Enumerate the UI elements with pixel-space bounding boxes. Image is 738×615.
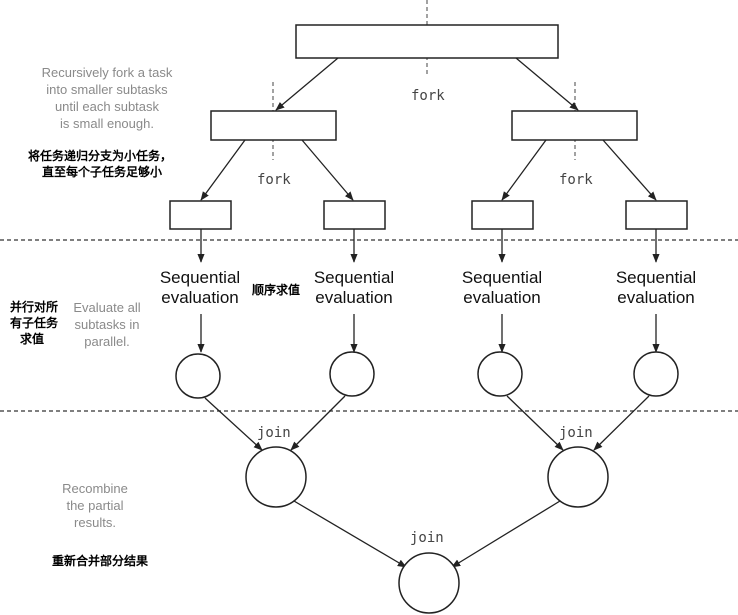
fork-note-line: is small enough. [60,116,154,131]
evaluate-step-note-zh: 并行对所 有子任务 求值 [10,299,58,347]
sequential-evaluation-label-zh: 顺序求值 [252,283,301,297]
sequential-line: Sequential [461,268,543,287]
evaluate-note-line: parallel. [84,334,130,349]
evaluate-note-zh-line: 求值 [20,332,45,346]
evaluate-note-zh-line: 有子任务 [10,316,59,330]
sequential-evaluation-label: Sequential evaluation [299,268,409,308]
join-arrow [451,500,561,568]
join-arrow [506,395,564,451]
task-box-root [295,24,559,59]
sequential-line: evaluation [617,288,695,307]
sequential-line: evaluation [161,288,239,307]
recombine-step-note-zh: 重新合并部分结果 [52,554,149,568]
partial-result-circle [329,351,375,397]
fork-note-zh-line: 直至每个子任务足够小 [42,165,163,179]
fork-label: fork [411,88,445,104]
join-label: join [559,425,593,441]
sequential-line: evaluation [315,288,393,307]
join-arrow [593,395,650,451]
fork-arrow [501,139,547,201]
fork-step-note-zh: 将任务递归分支为小任务， 直至每个子任务足够小 [28,148,172,180]
sequential-line: evaluation [463,288,541,307]
sequential-evaluation-label: Sequential evaluation [447,268,557,308]
sequential-line: Sequential [313,268,395,287]
fork-arrow [275,57,339,111]
recombine-note-line: results. [74,515,116,530]
evaluate-step-note: Evaluate all subtasks in parallel. [62,299,152,350]
sequential-evaluation-label: Sequential evaluation [601,268,711,308]
join-label: join [410,530,444,546]
partial-result-circle [477,351,523,397]
joined-result-circle [245,446,307,508]
join-arrow [293,500,407,568]
recombine-note-line: Recombine [62,481,128,496]
final-result-circle [398,552,460,614]
recombine-note-line: the partial [66,498,124,513]
subtask-box-3 [471,200,534,230]
join-label: join [257,425,291,441]
fork-note-line: into smaller subtasks [46,82,168,97]
evaluate-note-line: Evaluate all [73,300,141,315]
joined-result-circle [547,446,609,508]
fork-note-zh-line: 将任务递归分支为小任务， [28,149,173,163]
sequential-line: Sequential [615,268,697,287]
fork-arrow [515,57,579,111]
fork-arrow [200,139,246,201]
fork-note-line: until each subtask [54,99,160,114]
fork-step-note: Recursively fork a task into smaller sub… [18,64,196,132]
partial-result-circle [175,353,221,399]
join-arrow [204,397,263,451]
recombine-step-note: Recombine the partial results. [50,480,140,531]
subtask-box-1 [169,200,232,230]
fork-note-line: Recursively fork a task [41,65,173,80]
fork-label: fork [559,172,593,188]
fork-arrow [602,139,657,201]
evaluate-note-zh-line: 并行对所 [10,300,59,314]
partial-result-circle [633,351,679,397]
subtask-box-4 [625,200,688,230]
fork-arrow [301,139,354,201]
subtask-box-2 [323,200,386,230]
task-box-right [511,110,638,141]
task-box-left [210,110,337,141]
evaluate-note-line: subtasks in [74,317,140,332]
join-arrow [290,395,346,451]
fork-label: fork [257,172,291,188]
sequential-line: Sequential [159,268,241,287]
sequential-evaluation-label: Sequential evaluation [145,268,255,308]
